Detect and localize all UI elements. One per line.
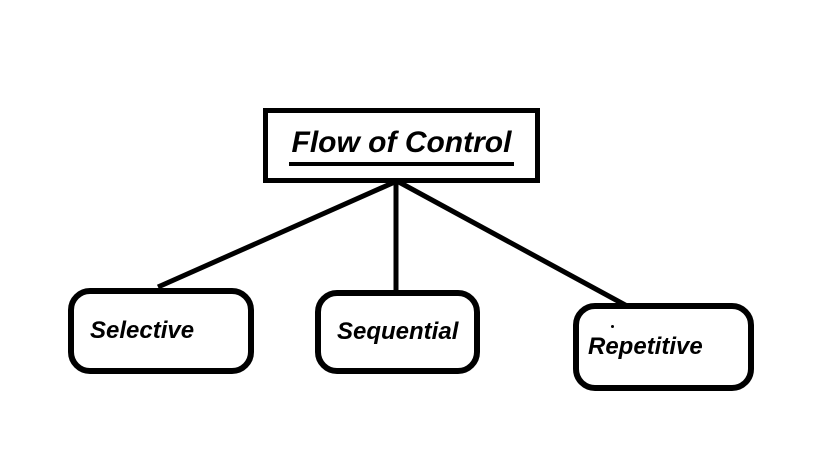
diagram-title: Flow of Control: [288, 126, 515, 166]
stray-dot-artifact: [611, 325, 614, 328]
node-repetitive: Repetitive: [573, 303, 754, 391]
node-repetitive-label: Repetitive: [588, 333, 703, 360]
edge-root-to-selective: [156, 178, 399, 290]
edge-root-to-repetitive: [395, 178, 629, 309]
node-selective-label: Selective: [90, 317, 195, 344]
node-sequential-label: Sequential: [337, 318, 459, 345]
node-flow-of-control: Flow of Control: [263, 108, 540, 183]
node-selective: Selective: [68, 288, 254, 374]
node-sequential: Sequential: [315, 290, 480, 374]
